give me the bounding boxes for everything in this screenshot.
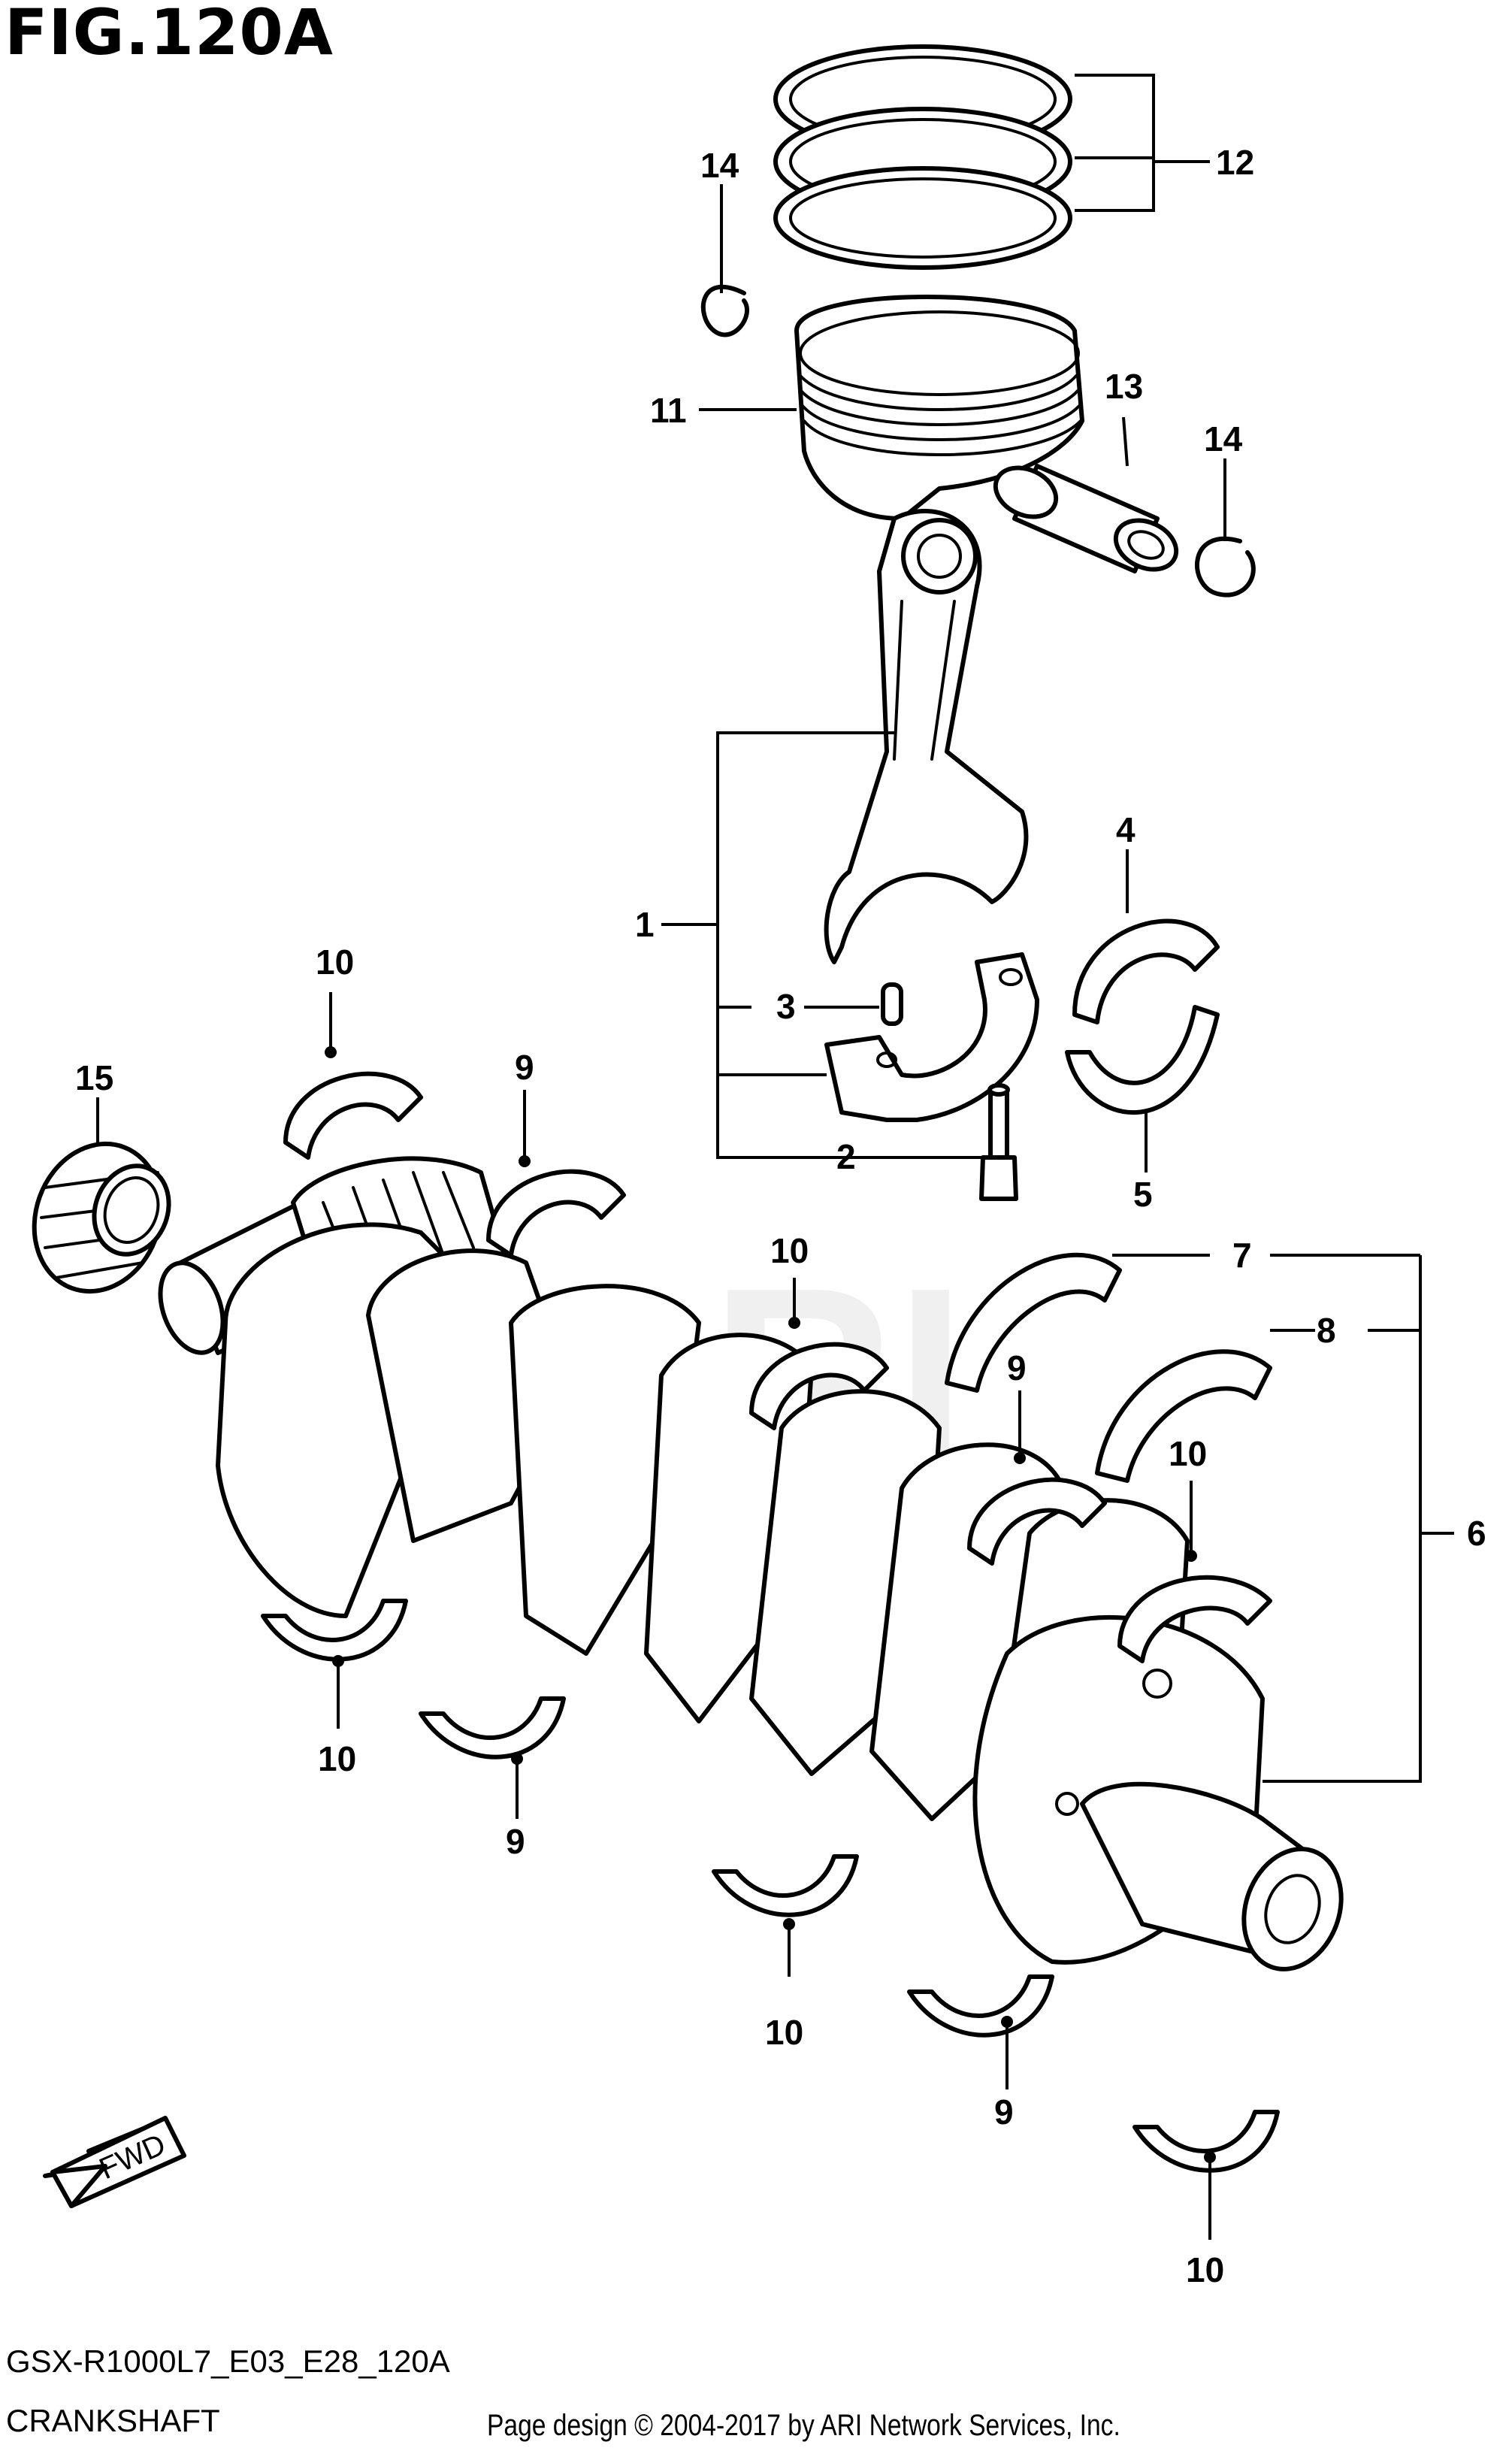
section-name: CRANKSHAFT: [6, 2403, 220, 2438]
leader-lines: [96, 74, 1454, 2240]
piston-ring-set: [773, 44, 1072, 270]
callout-14b: 14: [1204, 419, 1243, 458]
callout-7: 7: [1232, 1236, 1252, 1275]
callout-10e: 10: [765, 2013, 803, 2052]
callout-5: 5: [1133, 1175, 1153, 1214]
rod-bolt: [979, 1083, 1018, 1201]
callout-2: 2: [836, 1137, 856, 1176]
thrust-bearing-7: [945, 1252, 1122, 1393]
callout-10d: 10: [318, 1739, 356, 1778]
piston-pin: [993, 464, 1179, 573]
callout-10f: 10: [1186, 2250, 1224, 2289]
conrod-bearing-upper: [1072, 918, 1220, 1024]
callout-9d: 9: [994, 2092, 1014, 2132]
callout-10c: 10: [1169, 1434, 1207, 1473]
piston: [794, 295, 1084, 521]
callout-8: 8: [1317, 1311, 1336, 1350]
callout-13: 13: [1105, 367, 1143, 406]
callout-10a: 10: [316, 943, 354, 982]
callout-3: 3: [776, 987, 796, 1026]
callout-9b: 9: [1007, 1348, 1027, 1387]
bearing-shells: [261, 1071, 1280, 2173]
circlip-left: [700, 285, 750, 337]
figure-title: FIG.120A: [5, 0, 334, 69]
callout-14a: 14: [700, 146, 739, 185]
thrust-bearing-8: [1095, 1349, 1272, 1483]
callout-12: 12: [1216, 143, 1254, 182]
credit-line: Page design © 2004-2017 by ARI Network S…: [487, 2409, 1120, 2442]
catalog-id: GSX-R1000L7_E03_E28_120A: [6, 2343, 450, 2379]
conrod-bearing-lower: [1065, 1005, 1220, 1115]
callout-1: 1: [635, 905, 655, 944]
gear: [32, 1141, 171, 1294]
callout-11: 11: [650, 391, 687, 430]
leader-dots: [325, 1046, 1216, 2163]
crankshaft: [158, 1156, 1344, 1971]
callout-10b: 10: [770, 1231, 809, 1270]
fwd-arrow-icon: [43, 2116, 186, 2208]
callout-9a: 9: [515, 1048, 534, 1087]
connecting-rod: [824, 509, 1029, 964]
connecting-rod-cap: [824, 952, 1039, 1122]
callout-6: 6: [1467, 1514, 1486, 1553]
circlip-right: [1194, 537, 1256, 598]
callout-15: 15: [75, 1058, 113, 1097]
callout-9c: 9: [506, 1822, 525, 1861]
dowel-pin: [881, 982, 903, 1026]
callout-4: 4: [1116, 810, 1136, 849]
